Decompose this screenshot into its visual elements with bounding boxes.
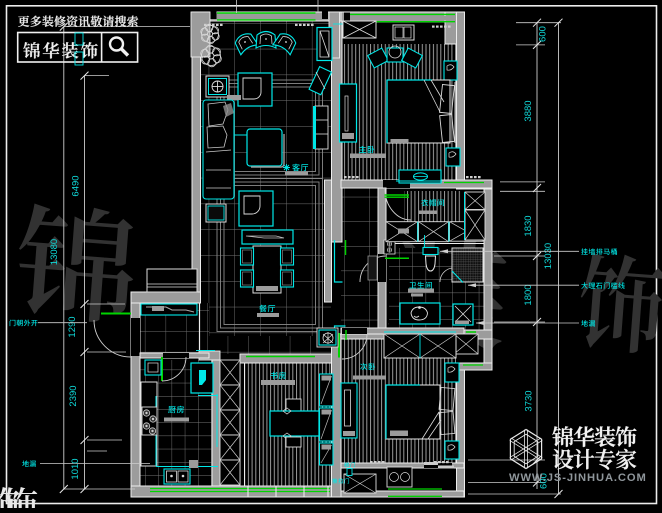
svg-text:6490: 6490 [71,175,82,196]
svg-text:1800: 1800 [523,284,534,305]
svg-text:13080: 13080 [49,239,60,265]
svg-text:2390: 2390 [68,385,79,406]
svg-text:13030: 13030 [543,243,554,269]
svg-text:WWW.JS-JINHUA.COM: WWW.JS-JINHUA.COM [509,472,647,484]
svg-text:1290: 1290 [67,316,78,337]
svg-text:1830: 1830 [523,215,534,236]
svg-text:3880: 3880 [523,100,534,121]
svg-text:3730: 3730 [524,390,535,411]
svg-text:600: 600 [538,26,549,42]
svg-text:600: 600 [539,473,550,489]
svg-text:1010: 1010 [70,458,81,479]
